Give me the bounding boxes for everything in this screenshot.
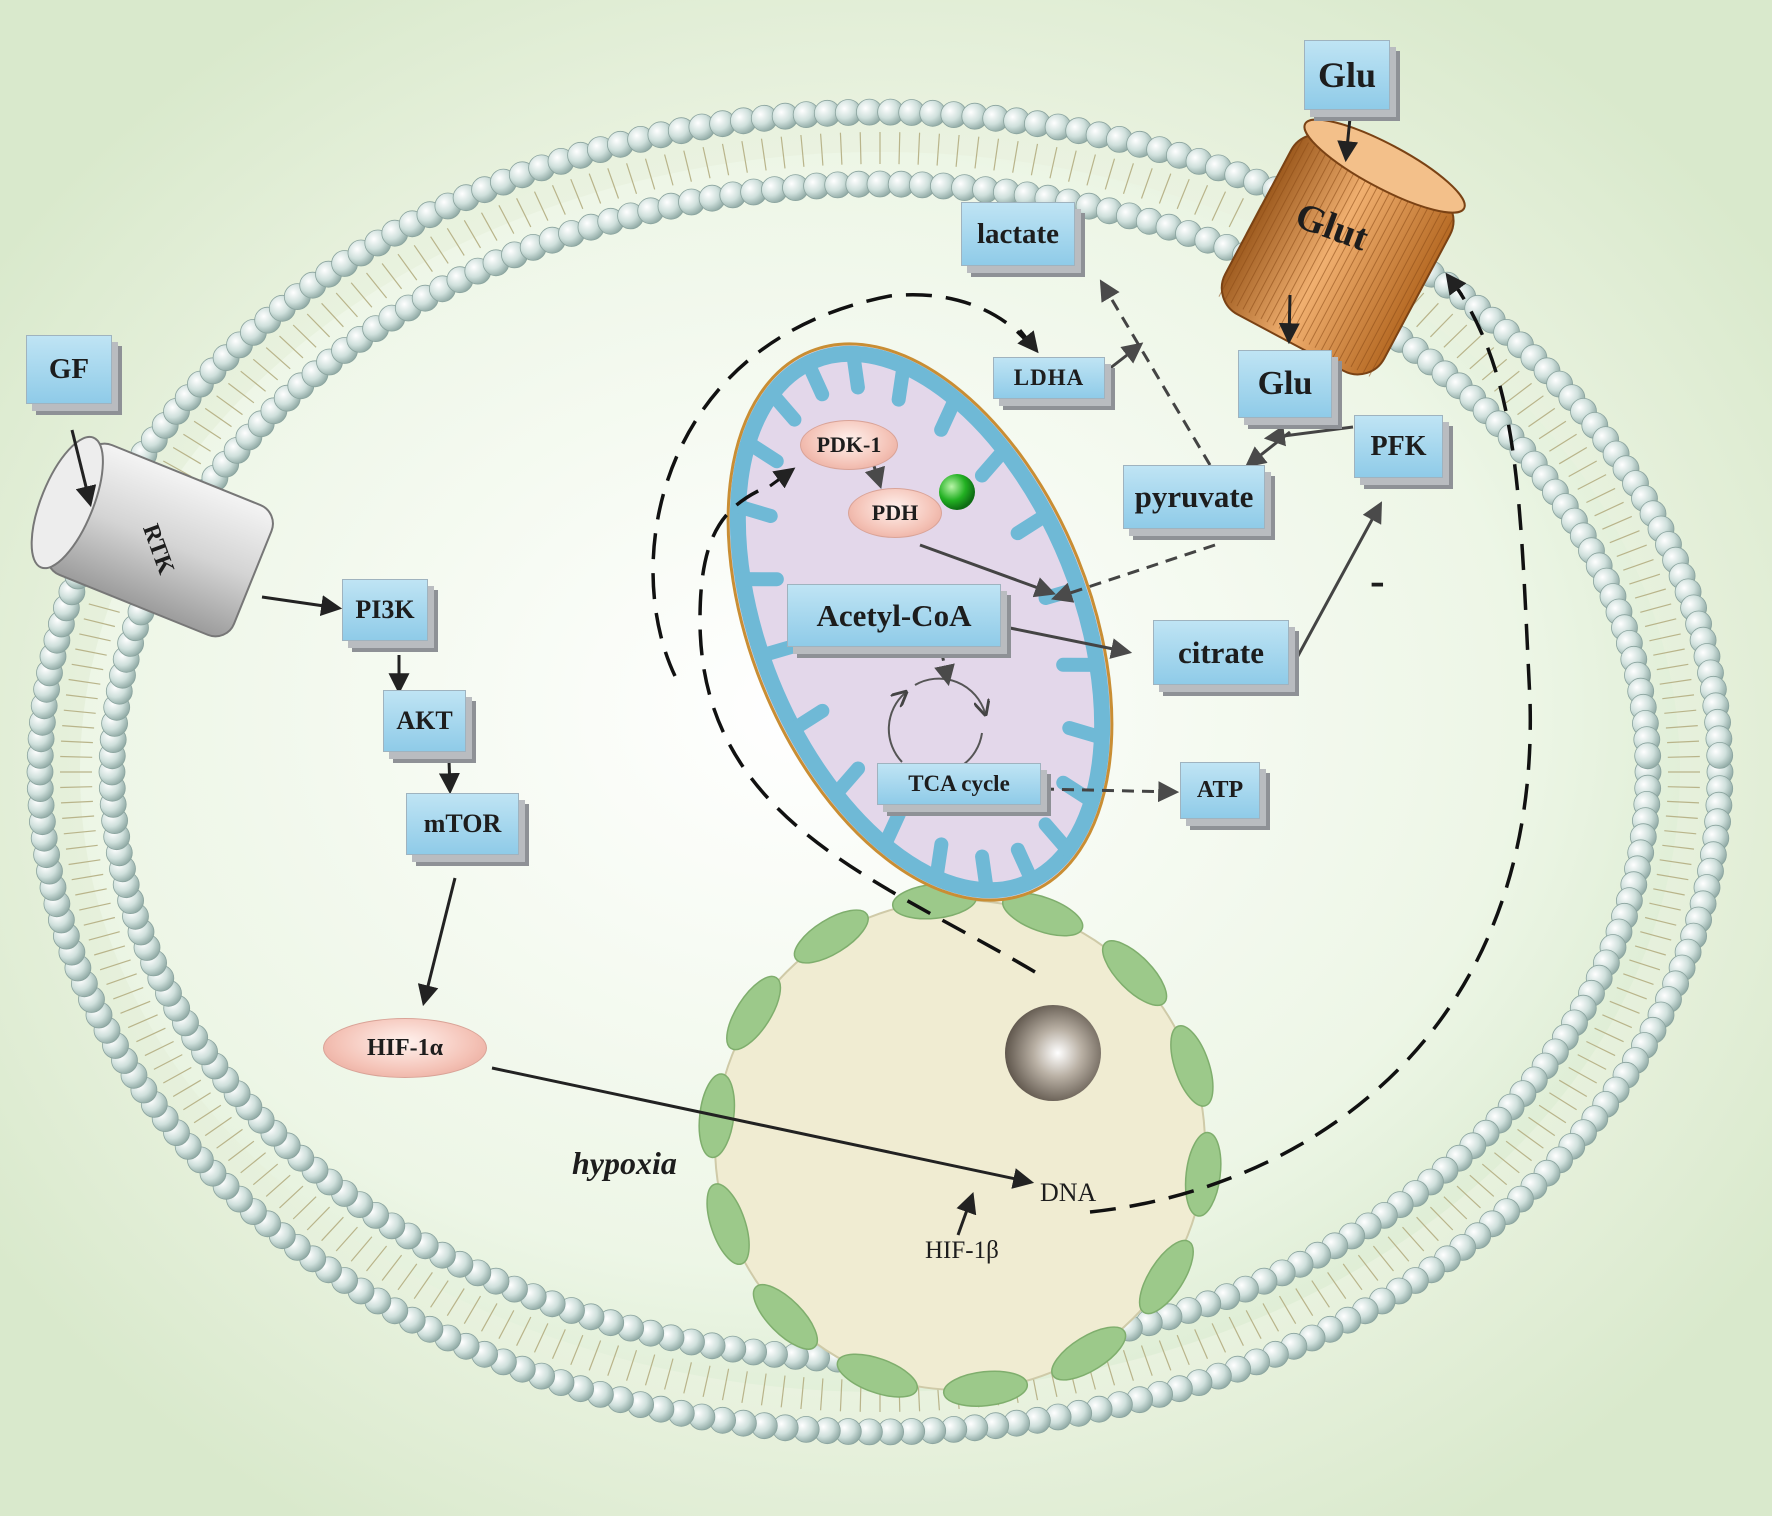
- gf-box: GF: [26, 335, 112, 404]
- pi3k-box: PI3K: [342, 579, 428, 641]
- tca-cycle-box: TCA cycle: [877, 763, 1041, 805]
- pyruvate-box: pyruvate: [1123, 465, 1265, 529]
- metabolic-arrows: [864, 342, 1383, 666]
- nucleolus: [1005, 1005, 1101, 1101]
- ldha-box: LDHA: [993, 357, 1105, 399]
- akt-box: AKT: [383, 690, 466, 752]
- ldha-dash-head: [1017, 329, 1039, 354]
- lactate-box: lactate: [961, 202, 1075, 266]
- hif1a-oval: HIF-1α: [323, 1018, 487, 1078]
- dashed-metabolic-arrows: [934, 279, 1216, 803]
- pdh-oval: PDH: [848, 488, 942, 538]
- atp-synthase-bead: [939, 474, 975, 510]
- rtk-receptor: [30, 435, 274, 638]
- citrate-box: citrate: [1153, 620, 1289, 685]
- dashed-feedback-loops: [651, 284, 1532, 1214]
- atp-box: ATP: [1180, 762, 1260, 819]
- hif1b-label: HIF-1β: [925, 1237, 999, 1264]
- mtor-box: mTOR: [406, 793, 519, 855]
- dna-label: DNA: [1040, 1178, 1097, 1207]
- glu-outside-box: Glu: [1304, 40, 1390, 110]
- hypoxia-label: hypoxia: [572, 1145, 677, 1181]
- pathway-arrows: [70, 117, 1359, 1236]
- glu-inside-box: Glu: [1238, 350, 1332, 418]
- acetyl-coa-box: Acetyl-CoA: [787, 584, 1001, 647]
- pfk-box: PFK: [1354, 415, 1443, 478]
- inhibition-sign: -: [1370, 556, 1385, 605]
- nucleus: [698, 883, 1222, 1407]
- glut-dash-head: [1445, 272, 1467, 296]
- pdk1-dash-head: [769, 467, 796, 489]
- pdk1-oval: PDK-1: [800, 420, 898, 470]
